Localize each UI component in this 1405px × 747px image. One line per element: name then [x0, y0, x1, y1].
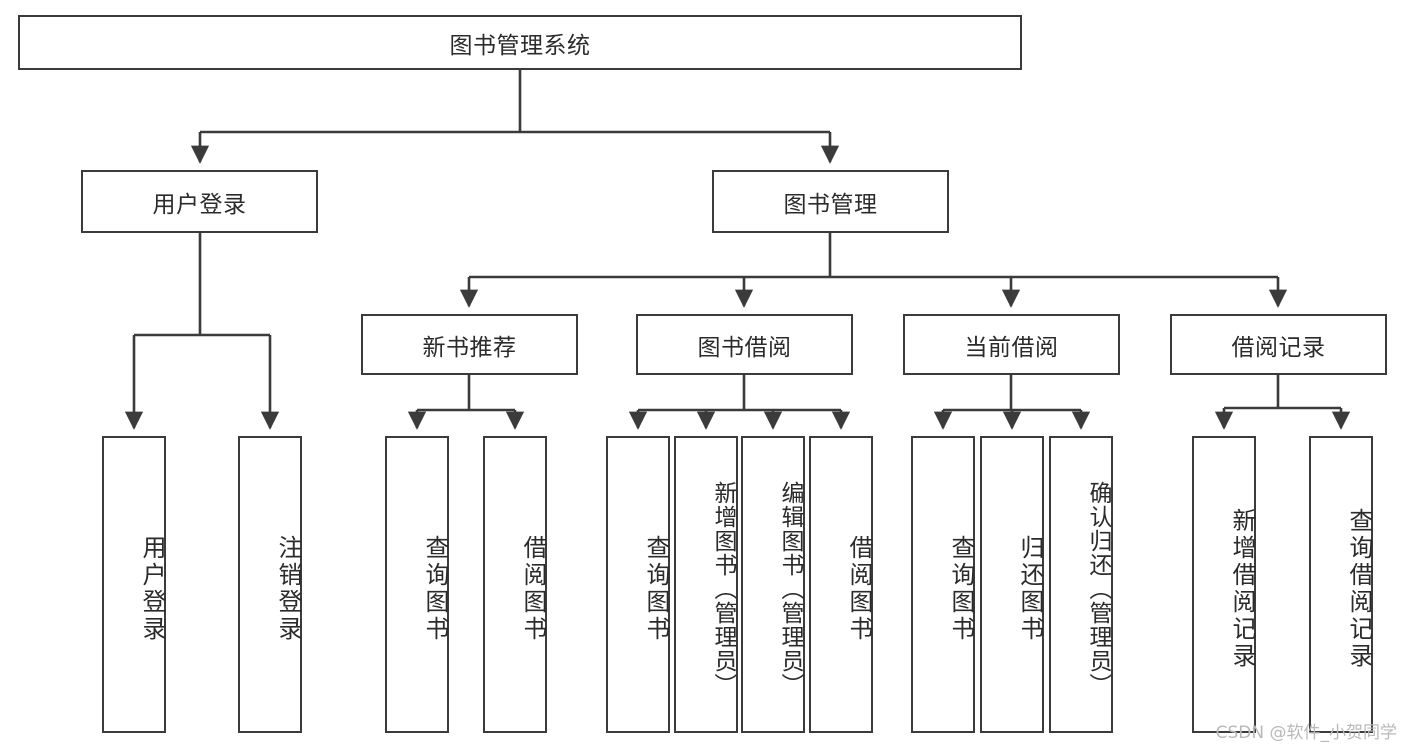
node-current-borrow[interactable]: 当前借阅	[903, 314, 1120, 375]
leaf-book-borrow-query-book[interactable]: 查询图书	[606, 436, 670, 733]
node-label: 用户登录	[152, 190, 247, 217]
node-label: 归还图书	[1016, 534, 1043, 643]
node-label: 新增图书（管理员）	[711, 480, 737, 697]
node-book-borrow[interactable]: 图书借阅	[636, 314, 853, 375]
leaf-borrow-record-query-record[interactable]: 查询借阅记录	[1309, 436, 1373, 733]
node-label: 借阅记录	[1231, 333, 1326, 360]
leaf-book-borrow-borrow-book[interactable]: 借阅图书	[809, 436, 873, 733]
node-label: 查询借阅记录	[1345, 507, 1372, 670]
leaf-user-login-logout[interactable]: 注销登录	[238, 436, 302, 733]
node-label: 新书推荐	[422, 333, 517, 360]
node-borrow-record[interactable]: 借阅记录	[1170, 314, 1387, 375]
node-label: 图书借阅	[697, 333, 792, 360]
leaf-user-login-login[interactable]: 用户登录	[102, 436, 166, 733]
node-label: 查询图书	[642, 534, 669, 643]
node-label: 图书管理系统	[449, 31, 591, 58]
node-user-login[interactable]: 用户登录	[81, 170, 318, 233]
node-label: 新增借阅记录	[1228, 507, 1255, 670]
node-root-system[interactable]: 图书管理系统	[18, 15, 1022, 70]
node-book-management[interactable]: 图书管理	[712, 170, 949, 233]
node-label: 用户登录	[138, 534, 165, 643]
leaf-borrow-record-add-record[interactable]: 新增借阅记录	[1192, 436, 1256, 733]
node-label: 注销登录	[274, 534, 301, 643]
node-label: 图书管理	[783, 190, 878, 217]
node-label: 借阅图书	[845, 534, 872, 643]
node-label: 借阅图书	[519, 534, 546, 643]
leaf-book-borrow-edit-book-admin[interactable]: 编辑图书（管理员）	[741, 436, 805, 733]
leaf-current-borrow-confirm-return-admin[interactable]: 确认归还（管理员）	[1049, 436, 1113, 733]
leaf-new-book-query-book[interactable]: 查询图书	[385, 436, 449, 733]
node-label: 编辑图书（管理员）	[778, 480, 804, 697]
node-new-book-recommend[interactable]: 新书推荐	[361, 314, 578, 375]
csdn-watermark: CSDN @软件_小贺同学	[1215, 723, 1397, 743]
node-label: 查询图书	[421, 534, 448, 643]
leaf-book-borrow-add-book-admin[interactable]: 新增图书（管理员）	[674, 436, 738, 733]
node-label: 确认归还（管理员）	[1086, 480, 1112, 697]
leaf-current-borrow-query-book[interactable]: 查询图书	[911, 436, 975, 733]
node-label: 当前借阅	[964, 333, 1059, 360]
leaf-current-borrow-return-book[interactable]: 归还图书	[980, 436, 1044, 733]
leaf-new-book-borrow-book[interactable]: 借阅图书	[483, 436, 547, 733]
node-label: 查询图书	[947, 534, 974, 643]
